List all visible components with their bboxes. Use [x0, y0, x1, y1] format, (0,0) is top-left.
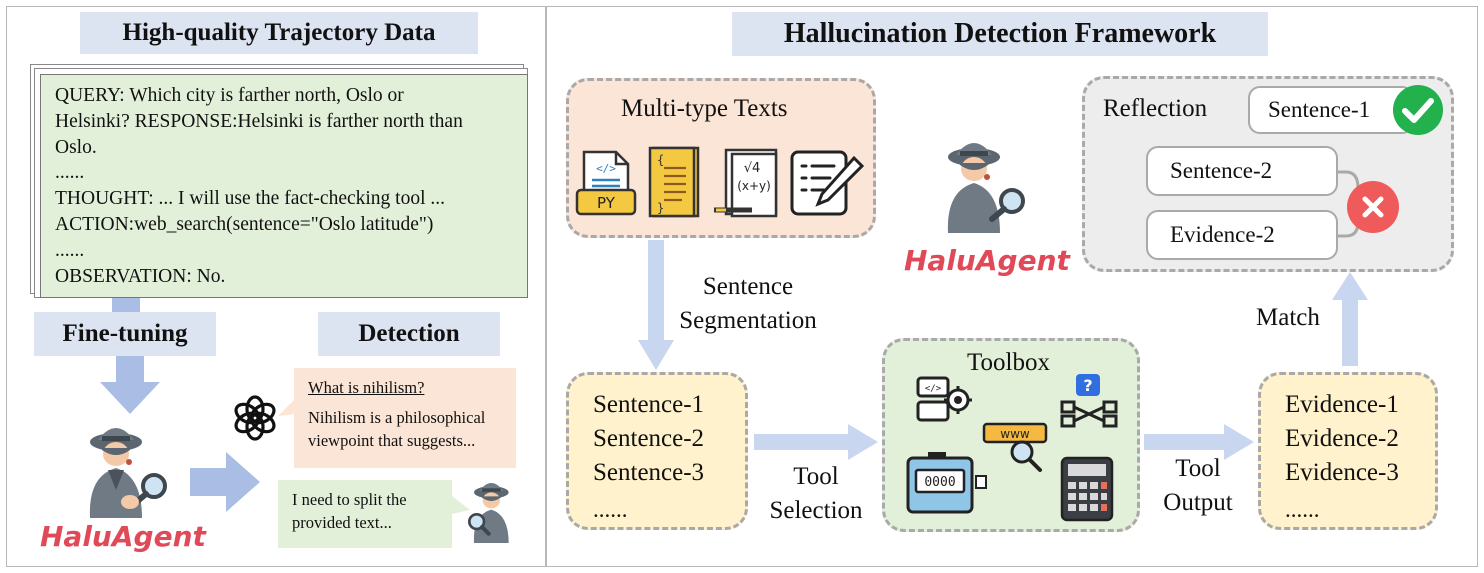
web-search-icon: www [982, 422, 1048, 472]
reflection-evidence-2-label: Evidence-2 [1170, 222, 1275, 247]
sentence-item: Sentence-1 [593, 391, 705, 418]
finetune-down-arrow [100, 356, 160, 414]
reflection-sentence-1-label: Sentence-1 [1268, 97, 1371, 122]
tool-output-line: Output [1163, 489, 1233, 516]
sentence-item: ...... [593, 497, 628, 522]
chat-answer-line: Nihilism is a philosophical [308, 408, 486, 427]
evidence-box: Evidence-1 Evidence-2 Evidence-3 ...... [1258, 372, 1438, 530]
tool-output-arrow [1144, 424, 1254, 460]
tool-selection-line: Selection [769, 497, 863, 524]
sentence-item: Sentence-3 [593, 459, 705, 486]
agent-reply-line: provided text... [292, 513, 392, 532]
reflection-sentence-2: Sentence-2 [1146, 146, 1338, 196]
evidence-item: Evidence-2 [1285, 425, 1399, 452]
sentences-box: Sentence-1 Sentence-2 Sentence-3 ...... [566, 372, 748, 530]
check-icon [1393, 85, 1443, 135]
trajectory-line: Oslo. [55, 136, 97, 158]
flowchart-question-icon: ? [1060, 374, 1118, 428]
question-mark: ? [1083, 376, 1092, 395]
reflection-evidence-2: Evidence-2 [1146, 210, 1338, 260]
chat-bubble-tail-orange [278, 398, 296, 416]
code-document-icon: { } [648, 146, 700, 218]
tool-selection-label: Tool Selection [758, 460, 874, 528]
math-label-2: (x+y) [737, 179, 771, 193]
python-file-icon: </> PY [575, 150, 637, 216]
match-up-arrow [1332, 272, 1368, 366]
svg-text:}: } [657, 201, 664, 215]
trajectory-line: ACTION:web_search(sentence="Oslo latitud… [55, 213, 434, 235]
small-detective-icon [468, 483, 509, 543]
math-label-1: √4 [744, 161, 761, 176]
trajectory-text: QUERY: Which city is farther north, Oslo… [55, 83, 463, 289]
detection-right-arrow [190, 452, 260, 512]
evidence-item: Evidence-3 [1285, 459, 1399, 486]
trajectory-card: QUERY: Which city is farther north, Oslo… [40, 74, 528, 298]
reflection-title: Reflection [1103, 95, 1208, 122]
tool-output-label: Tool Output [1150, 452, 1246, 520]
multitype-title: Multi-type Texts [621, 95, 788, 122]
chat-bubble-agent: I need to split the provided text... [278, 480, 452, 548]
trajectory-line: QUERY: Which city is farther north, Oslo… [55, 85, 404, 106]
reflection-sentence-1: Sentence-1 [1248, 86, 1414, 134]
reflection-sentence-2-label: Sentence-2 [1170, 158, 1273, 183]
cross-icon [1347, 181, 1399, 233]
tool-selection-line: Tool [793, 463, 839, 490]
center-agent-name: HaluAgent [904, 244, 1070, 277]
right-panel-title: Hallucination Detection Framework [732, 12, 1268, 56]
math-formula-icon: √4 (x+y) [714, 148, 778, 218]
web-label: www [1000, 427, 1030, 441]
card-connector [112, 298, 140, 312]
evidence-item: ...... [1285, 497, 1320, 522]
trajectory-line: ...... [55, 162, 85, 184]
code-settings-icon: </> [916, 376, 972, 422]
segmentation-line: Sentence [702, 273, 794, 300]
detective-agent-icon [89, 428, 167, 518]
detection-label: Detection [318, 312, 500, 356]
finetune-label: Fine-tuning [34, 312, 216, 356]
chat-answer-line: viewpoint that suggests... [308, 431, 476, 450]
center-detective-icon [947, 143, 1025, 233]
segmentation-down-arrow [638, 240, 674, 370]
segmentation-line: Segmentation [679, 307, 817, 334]
svg-text:{: { [657, 153, 664, 167]
svg-text:</>: </> [925, 384, 942, 394]
trajectory-line: THOUGHT: ... I will use the fact-checkin… [55, 188, 446, 210]
toolbox-title: Toolbox [967, 349, 1050, 376]
sentence-item: Sentence-2 [593, 425, 705, 452]
trajectory-line: Helsinki? RESPONSE:Helsinki is farther n… [55, 110, 463, 132]
left-agent-name: HaluAgent [40, 520, 206, 553]
openai-logo-icon [234, 395, 276, 441]
trajectory-line: OBSERVATION: No. [55, 265, 226, 287]
segmentation-label: Sentence Segmentation [666, 270, 830, 338]
writing-note-icon [790, 150, 865, 216]
svg-text:</>: </> [596, 162, 616, 175]
tool-selection-arrow [754, 424, 878, 460]
left-panel-title: High-quality Trajectory Data [80, 12, 478, 54]
chat-bubble-tail-green [452, 496, 470, 514]
counter-icon: 0000 [906, 452, 987, 514]
evidence-item: Evidence-1 [1285, 391, 1399, 418]
match-label: Match [1256, 304, 1320, 331]
trajectory-line: ...... [55, 239, 85, 261]
counter-label: 0000 [924, 475, 955, 490]
agent-reply-line: I need to split the [292, 490, 407, 509]
tool-output-line: Tool [1175, 455, 1221, 482]
python-label: PY [597, 194, 616, 212]
chat-bubble-question: What is nihilism? Nihilism is a philosop… [294, 368, 516, 468]
chat-question: What is nihilism? [308, 378, 425, 397]
calculator-icon [1060, 456, 1114, 522]
